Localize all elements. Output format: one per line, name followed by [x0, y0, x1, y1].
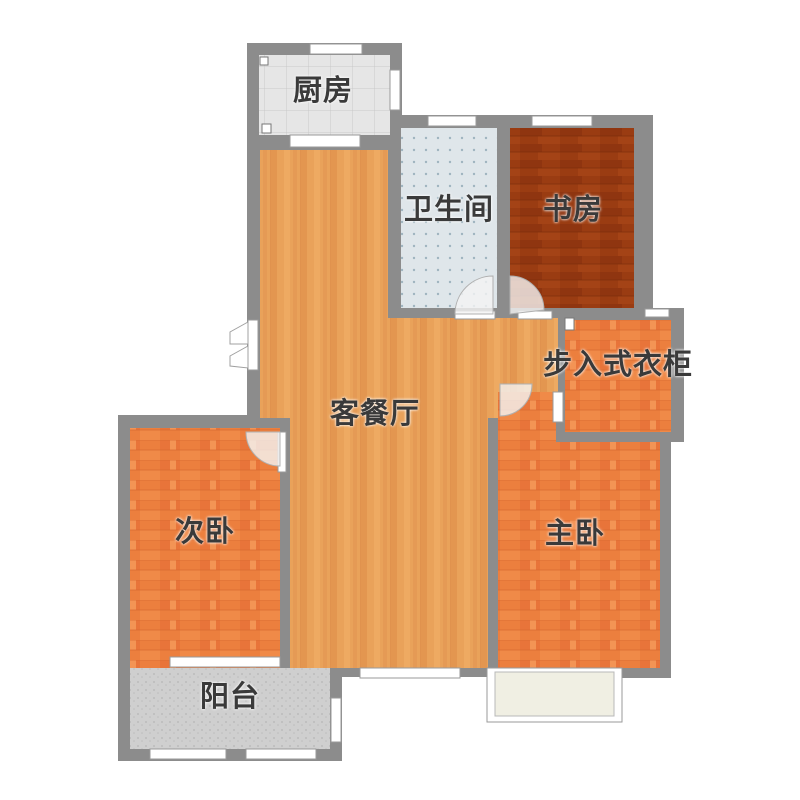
door-swings — [245, 275, 545, 467]
second-bedroom-floor — [130, 428, 280, 668]
walkin-closet-floor — [565, 320, 671, 432]
study-floor — [510, 128, 634, 308]
study-label: 书房 — [542, 192, 604, 226]
second-bedroom-label: 次卧 — [174, 514, 236, 548]
walkin-closet-label: 步入式衣柜 — [542, 347, 694, 381]
fixture-markers — [259, 56, 575, 331]
bay-window — [486, 667, 623, 723]
bathroom-label: 卫生间 — [403, 192, 495, 226]
entry-door — [229, 321, 249, 369]
kitchen-floor — [259, 55, 390, 135]
balcony-floor — [130, 668, 330, 749]
balcony-label: 阳台 — [199, 679, 261, 713]
living-dining-label: 客餐厅 — [329, 396, 421, 430]
kitchen-label: 厨房 — [292, 73, 354, 107]
windows — [149, 43, 670, 760]
master-bedroom-label: 主卧 — [544, 516, 606, 550]
